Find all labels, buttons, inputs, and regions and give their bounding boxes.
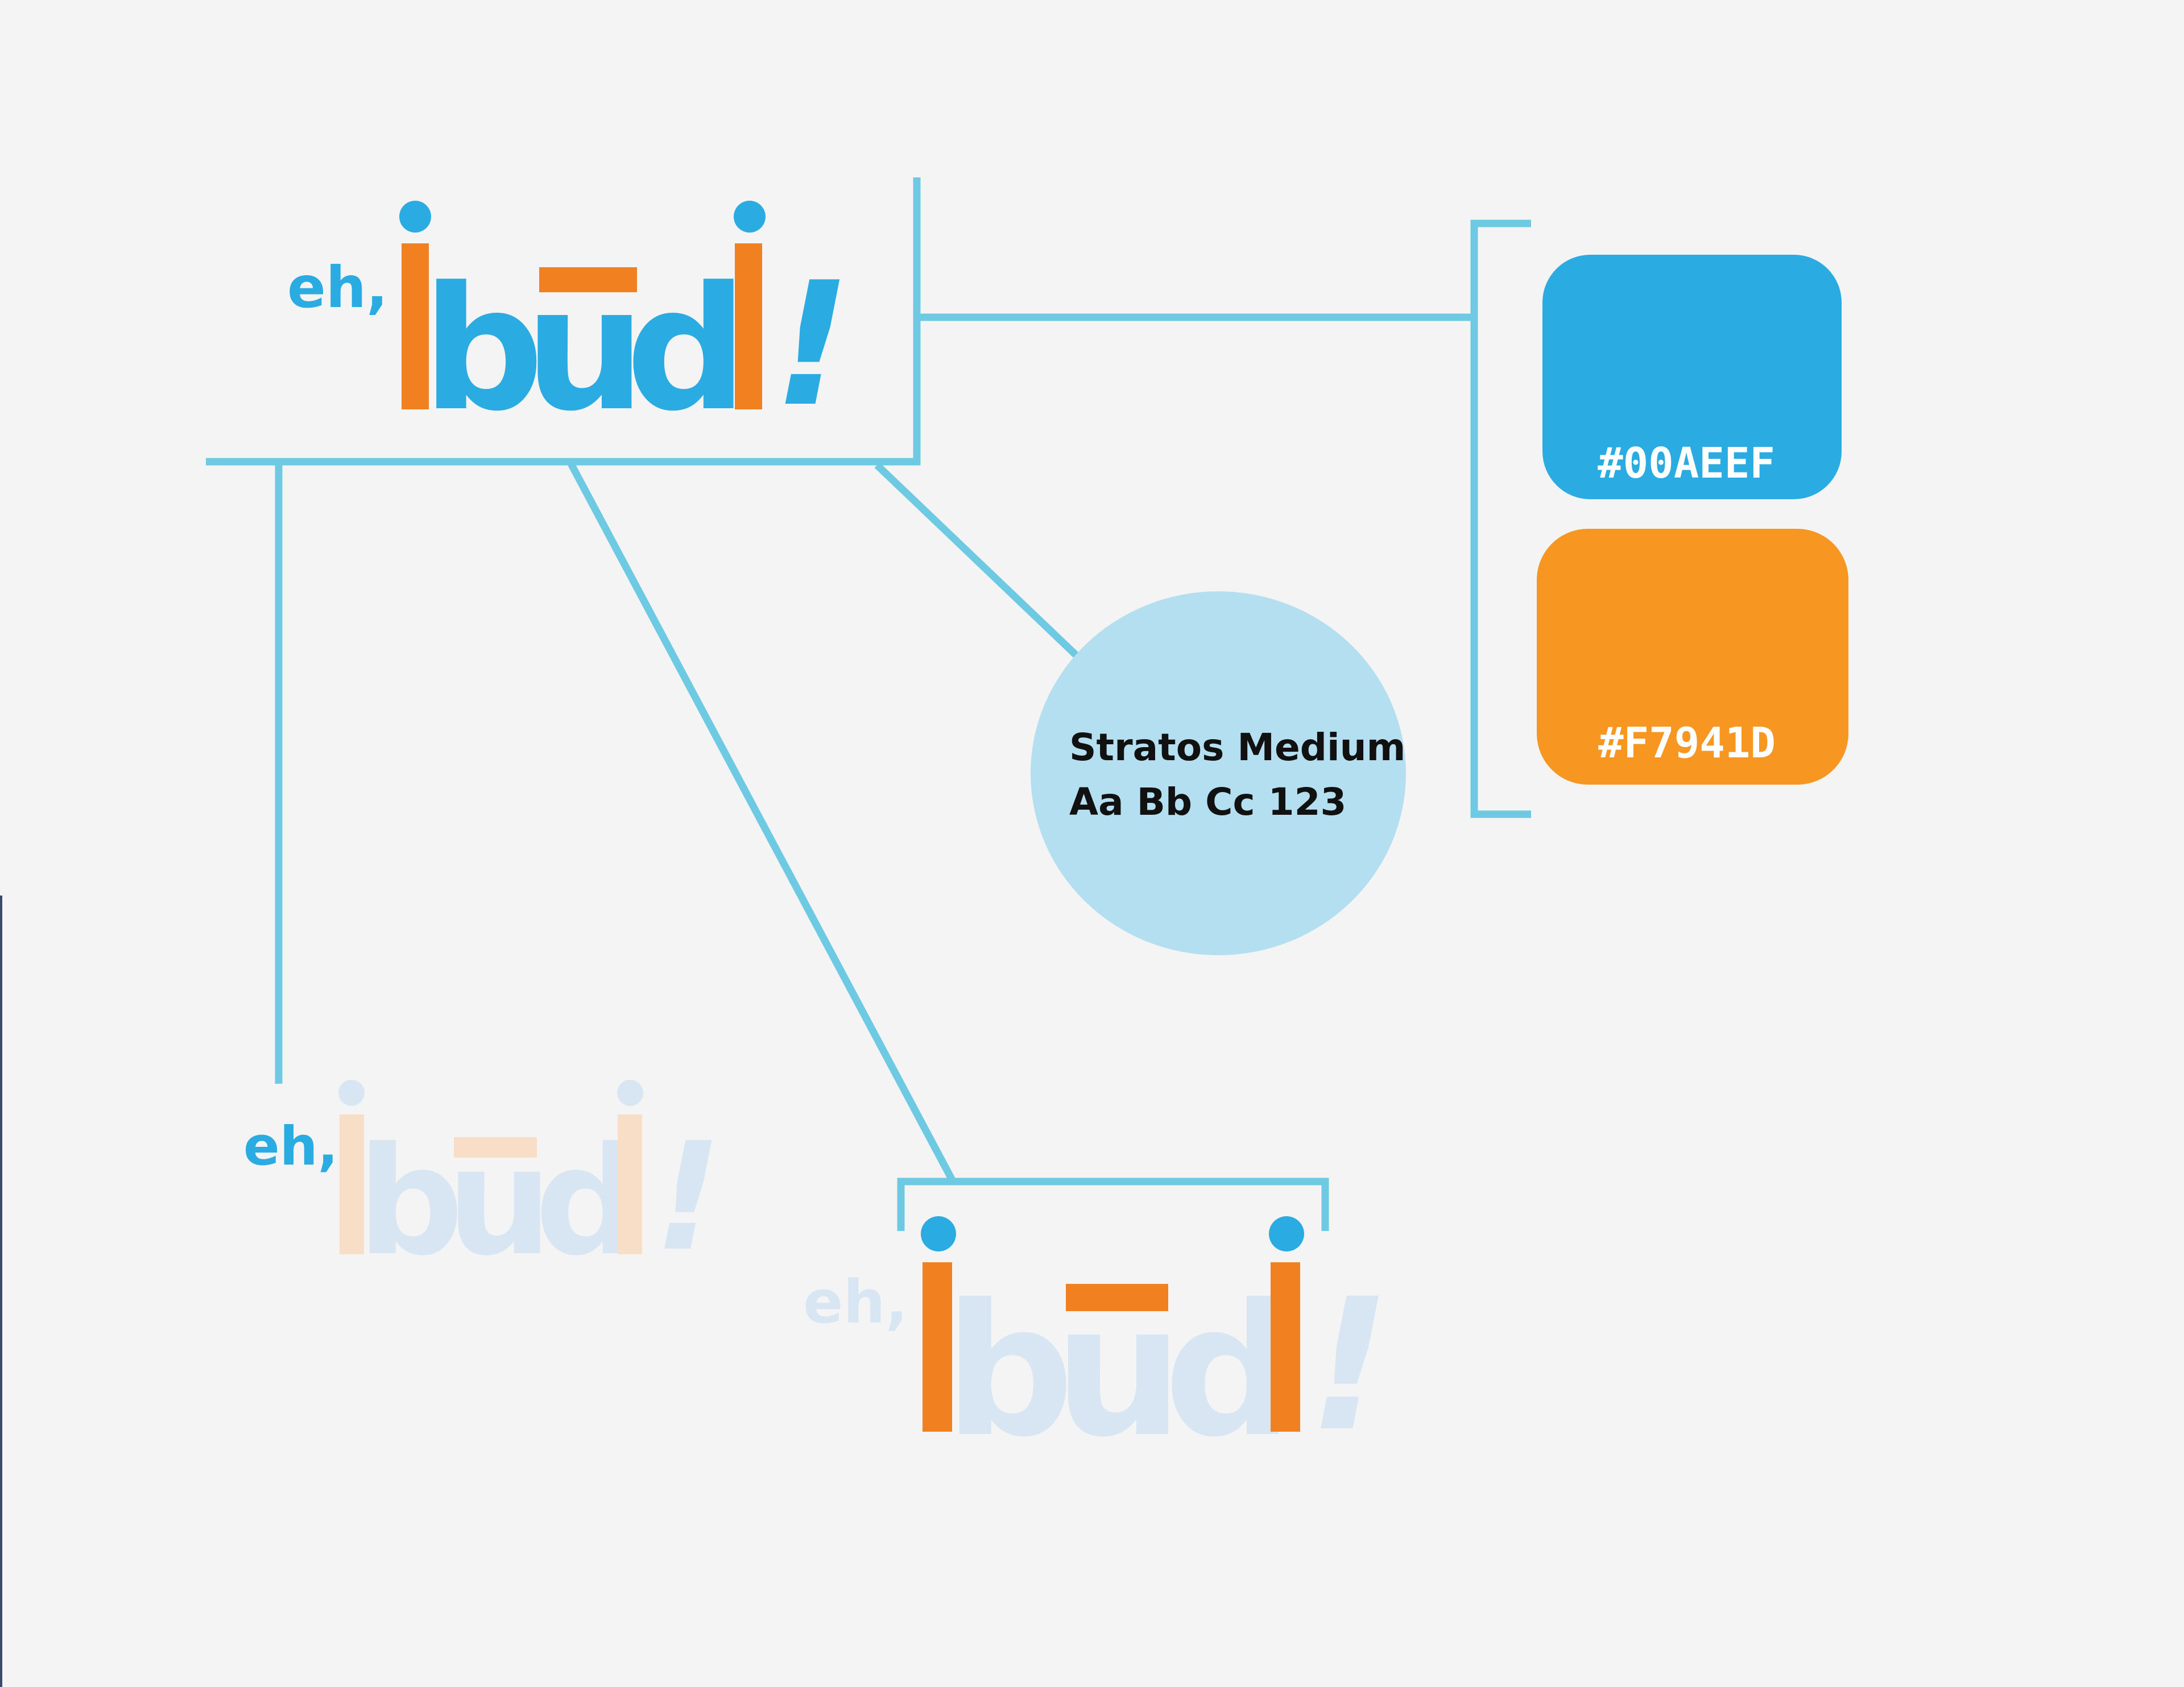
logo-main-macron [539, 267, 637, 292]
swatch-blue-chip [1542, 255, 1842, 499]
swatch-blue: #00AEEF [1542, 255, 1842, 499]
page-edge-strip [0, 896, 2, 1687]
logo-dots-i-dot [921, 1216, 956, 1251]
logo-dots-letter-b: b [944, 1266, 1074, 1477]
logo-dots: eh, b u d ! [803, 1216, 1391, 1477]
swatch-orange: #F7941D [1537, 529, 1848, 785]
logo-pale-exclamation: ! [654, 1110, 722, 1284]
logo-dots-i-stem [923, 1262, 952, 1432]
logo-main-letter-d: d [626, 250, 748, 449]
logo-main-prefix: eh, [287, 254, 388, 321]
font-sample-circle [1031, 591, 1406, 955]
logo-pale-i-stem [340, 1114, 364, 1254]
logo-dots-prefix: eh, [803, 1267, 908, 1337]
logo-pale-letter-b: b [357, 1115, 464, 1288]
logo-main-i-dot [399, 201, 431, 233]
logo-pale-i-dot [338, 1080, 365, 1106]
swatch-orange-label: #F7941D [1598, 719, 1776, 768]
logo-pale: eh, b u d ! [243, 1080, 722, 1288]
logo-main-exclamation: ! [774, 246, 851, 444]
font-name: Stratos Medium [1069, 726, 1405, 769]
swatch-blue-label: #00AEEF [1598, 439, 1775, 488]
swatch-orange-chip [1537, 529, 1848, 785]
swatch-bracket [1470, 219, 1531, 818]
color-swatches: #00AEEF #F7941D [1537, 255, 1848, 785]
logo-pale-i2-stem [618, 1114, 642, 1254]
connector-lines [206, 177, 1531, 1231]
logo-main-i2-dot [734, 201, 766, 233]
logo-main-letter-b: b [422, 250, 544, 449]
dots-connector-line [566, 459, 956, 1182]
logo-pale-prefix: eh, [243, 1116, 338, 1178]
logo-pale-i2-dot [617, 1080, 643, 1106]
logo-main: eh, b u d ! [287, 201, 851, 449]
logo-dots-i2-stem [1271, 1262, 1300, 1432]
font-sample-text: Aa Bb Cc 123 [1069, 780, 1346, 824]
logo-main-i2-stem [735, 243, 762, 409]
logo-main-i-stem [402, 243, 429, 409]
logo-pale-macron [454, 1137, 537, 1158]
dots-bracket [897, 1178, 1329, 1231]
logo-dots-exclamation: ! [1308, 1260, 1391, 1472]
font-sample-group: Stratos Medium Aa Bb Cc 123 [1031, 591, 1406, 955]
logo-dots-i2-dot [1269, 1216, 1304, 1251]
font-connector-line [874, 462, 1081, 660]
logo-dots-macron [1066, 1284, 1168, 1311]
logo-frame-line [206, 177, 921, 466]
